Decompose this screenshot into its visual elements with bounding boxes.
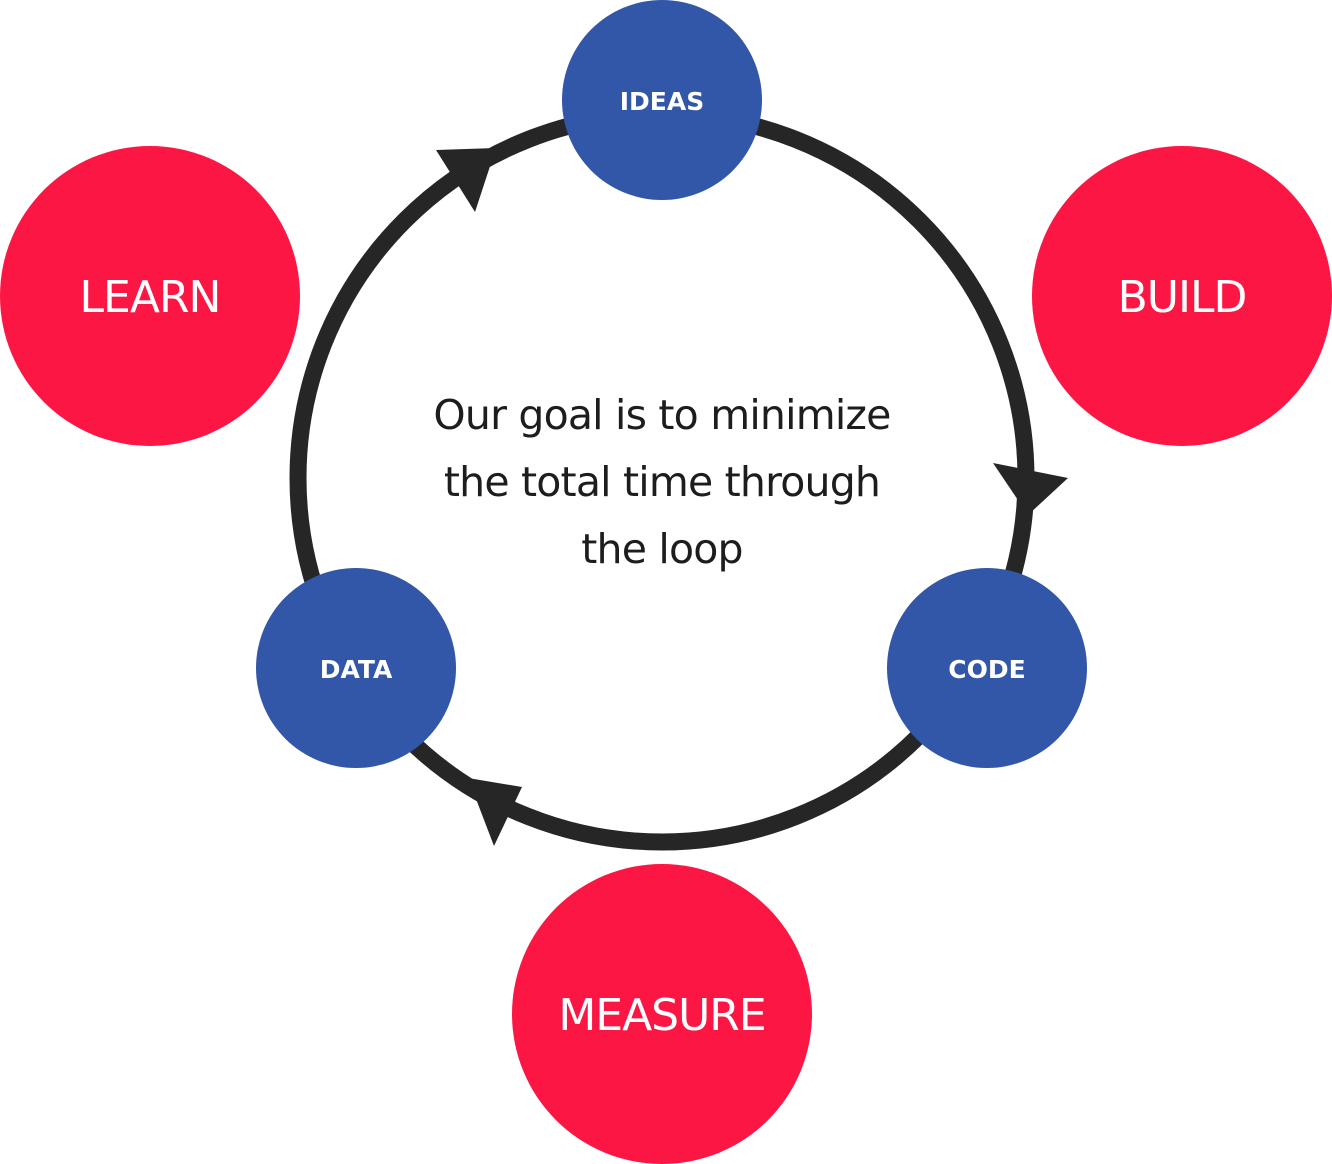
phase-learn-circle — [0, 146, 300, 446]
loop-arrow-upper-left — [436, 148, 496, 212]
step-data-label: DATA — [320, 655, 393, 684]
phase-build-label: BUILD — [1118, 272, 1247, 323]
step-ideas-label: IDEAS — [620, 87, 705, 116]
phase-build: BUILD — [1032, 146, 1332, 446]
step-code-label: CODE — [948, 655, 1025, 684]
loop-goal-line-2: the total time through — [443, 458, 881, 506]
phase-measure-circle — [512, 864, 812, 1164]
step-data-circle — [256, 568, 456, 768]
loop-goal-text: Our goal is to minimize the total time t… — [382, 382, 942, 583]
step-ideas-circle — [562, 0, 762, 200]
loop-arrow-right — [993, 463, 1068, 515]
step-ideas: IDEAS — [562, 0, 762, 200]
phase-measure: MEASURE — [512, 864, 812, 1164]
step-data: DATA — [256, 568, 456, 768]
phase-learn-label: LEARN — [80, 272, 221, 323]
loop-arrow-bottom-left — [468, 778, 522, 846]
step-code-circle — [887, 568, 1087, 768]
step-code: CODE — [887, 568, 1087, 768]
loop-goal-line-3: the loop — [581, 525, 743, 573]
phase-learn: LEARN — [0, 146, 300, 446]
phase-build-circle — [1032, 146, 1332, 446]
phase-measure-label: MEASURE — [558, 990, 765, 1041]
loop-goal-line-1: Our goal is to minimize — [433, 391, 891, 439]
